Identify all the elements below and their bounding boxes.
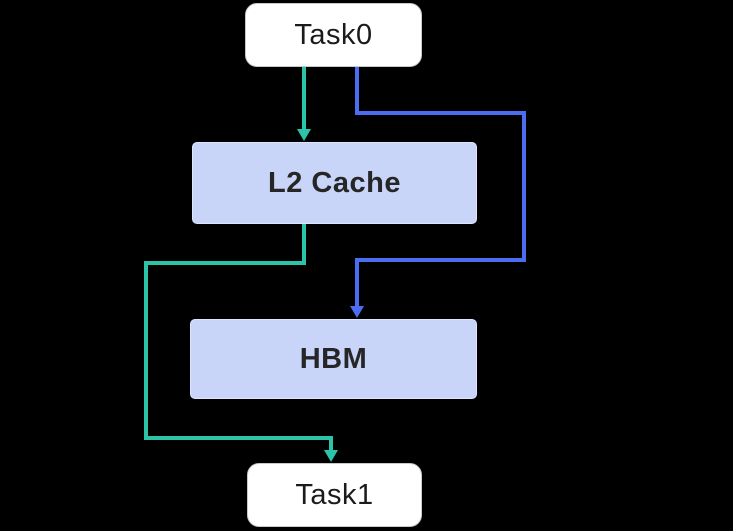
node-task1-label: Task1 [295,478,374,511]
node-task0: Task0 [245,3,422,67]
arrowhead-task0-to-hbm-icon [350,306,364,318]
node-task1: Task1 [247,463,422,527]
node-l2-cache: L2 Cache [192,142,477,224]
node-hbm-label: HBM [299,342,368,375]
node-task0-label: Task0 [294,18,373,51]
edge-l2cache-to-task1 [144,224,333,451]
arrowhead-task0-to-l2cache-icon [297,129,311,141]
edge-task0-to-hbm [355,67,526,307]
node-l2-cache-label: L2 Cache [268,166,401,199]
arrowhead-l2cache-to-task1-icon [324,450,338,462]
node-hbm: HBM [190,319,477,399]
